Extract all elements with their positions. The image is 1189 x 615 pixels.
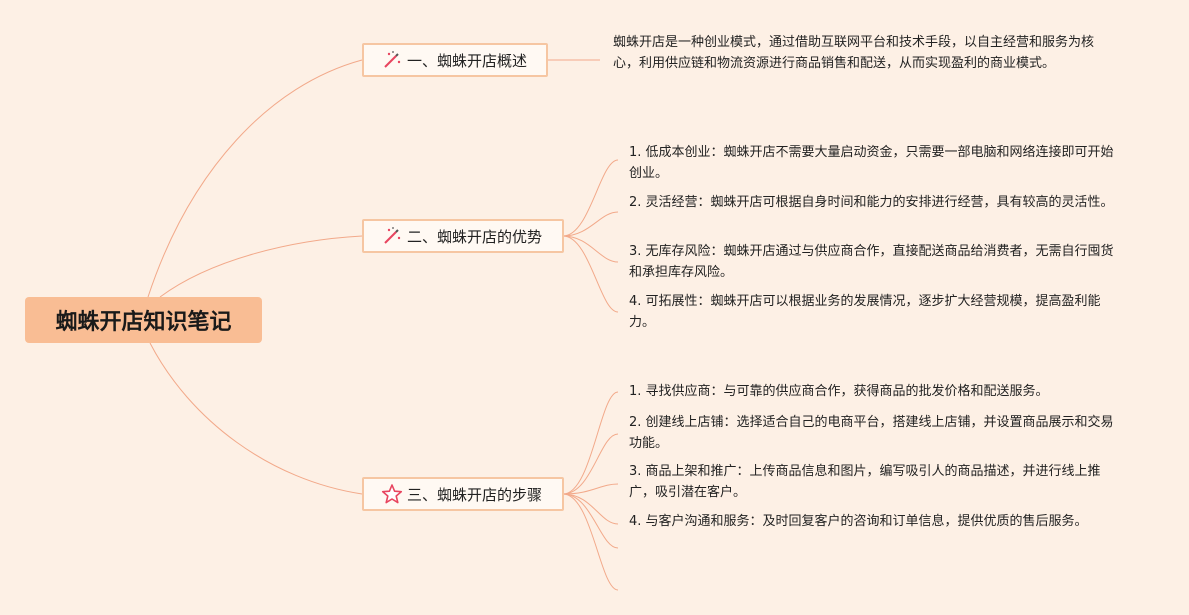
advantage-item: 3. 无库存风险：蜘蛛开店通过与供应商合作，直接配送商品给消费者，无需自行囤货和…: [629, 244, 1114, 280]
magic-wand-icon: [381, 49, 403, 71]
overview-text: 蜘蛛开店是一种创业模式，通过借助互联网平台和技术手段，以自主经营和服务为核心，利…: [613, 35, 1095, 71]
step-item: 1. 寻找供应商：与可靠的供应商合作，获得商品的批发价格和配送服务。: [629, 384, 1049, 399]
advantage-item: 4. 可拓展性：蜘蛛开店可以根据业务的发展情况，逐步扩大经营规模，提高盈利能力。: [629, 294, 1101, 330]
branch-advantages[interactable]: 二、蜘蛛开店的优势: [362, 219, 564, 253]
branch-label: 二、蜘蛛开店的优势: [407, 227, 543, 246]
step-item: 4. 与客户沟通和服务：及时回复客户的咨询和订单信息，提供优质的售后服务。: [629, 514, 1088, 529]
magic-wand-icon: [381, 225, 403, 247]
star-icon: [381, 483, 403, 505]
advantage-item: 1. 低成本创业：蜘蛛开店不需要大量启动资金，只需要一部电脑和网络连接即可开始创…: [629, 145, 1114, 181]
branch-overview[interactable]: 一、蜘蛛开店概述: [362, 43, 548, 77]
step-item: 2. 创建线上店铺：选择适合自己的电商平台，搭建线上店铺，并设置商品展示和交易功…: [629, 415, 1114, 451]
advantage-item: 2. 灵活经营：蜘蛛开店可根据自身时间和能力的安排进行经营，具有较高的灵活性。: [629, 195, 1114, 210]
root-topic[interactable]: 蜘蛛开店知识笔记: [25, 297, 262, 343]
branch-steps[interactable]: 三、蜘蛛开店的步骤: [362, 477, 564, 511]
branch-label: 一、蜘蛛开店概述: [407, 51, 528, 70]
branch-label: 三、蜘蛛开店的步骤: [407, 485, 543, 504]
step-item: 3. 商品上架和推广：上传商品信息和图片，编写吸引人的商品描述，并进行线上推广，…: [629, 464, 1101, 500]
root-title: 蜘蛛开店知识笔记: [55, 310, 232, 335]
